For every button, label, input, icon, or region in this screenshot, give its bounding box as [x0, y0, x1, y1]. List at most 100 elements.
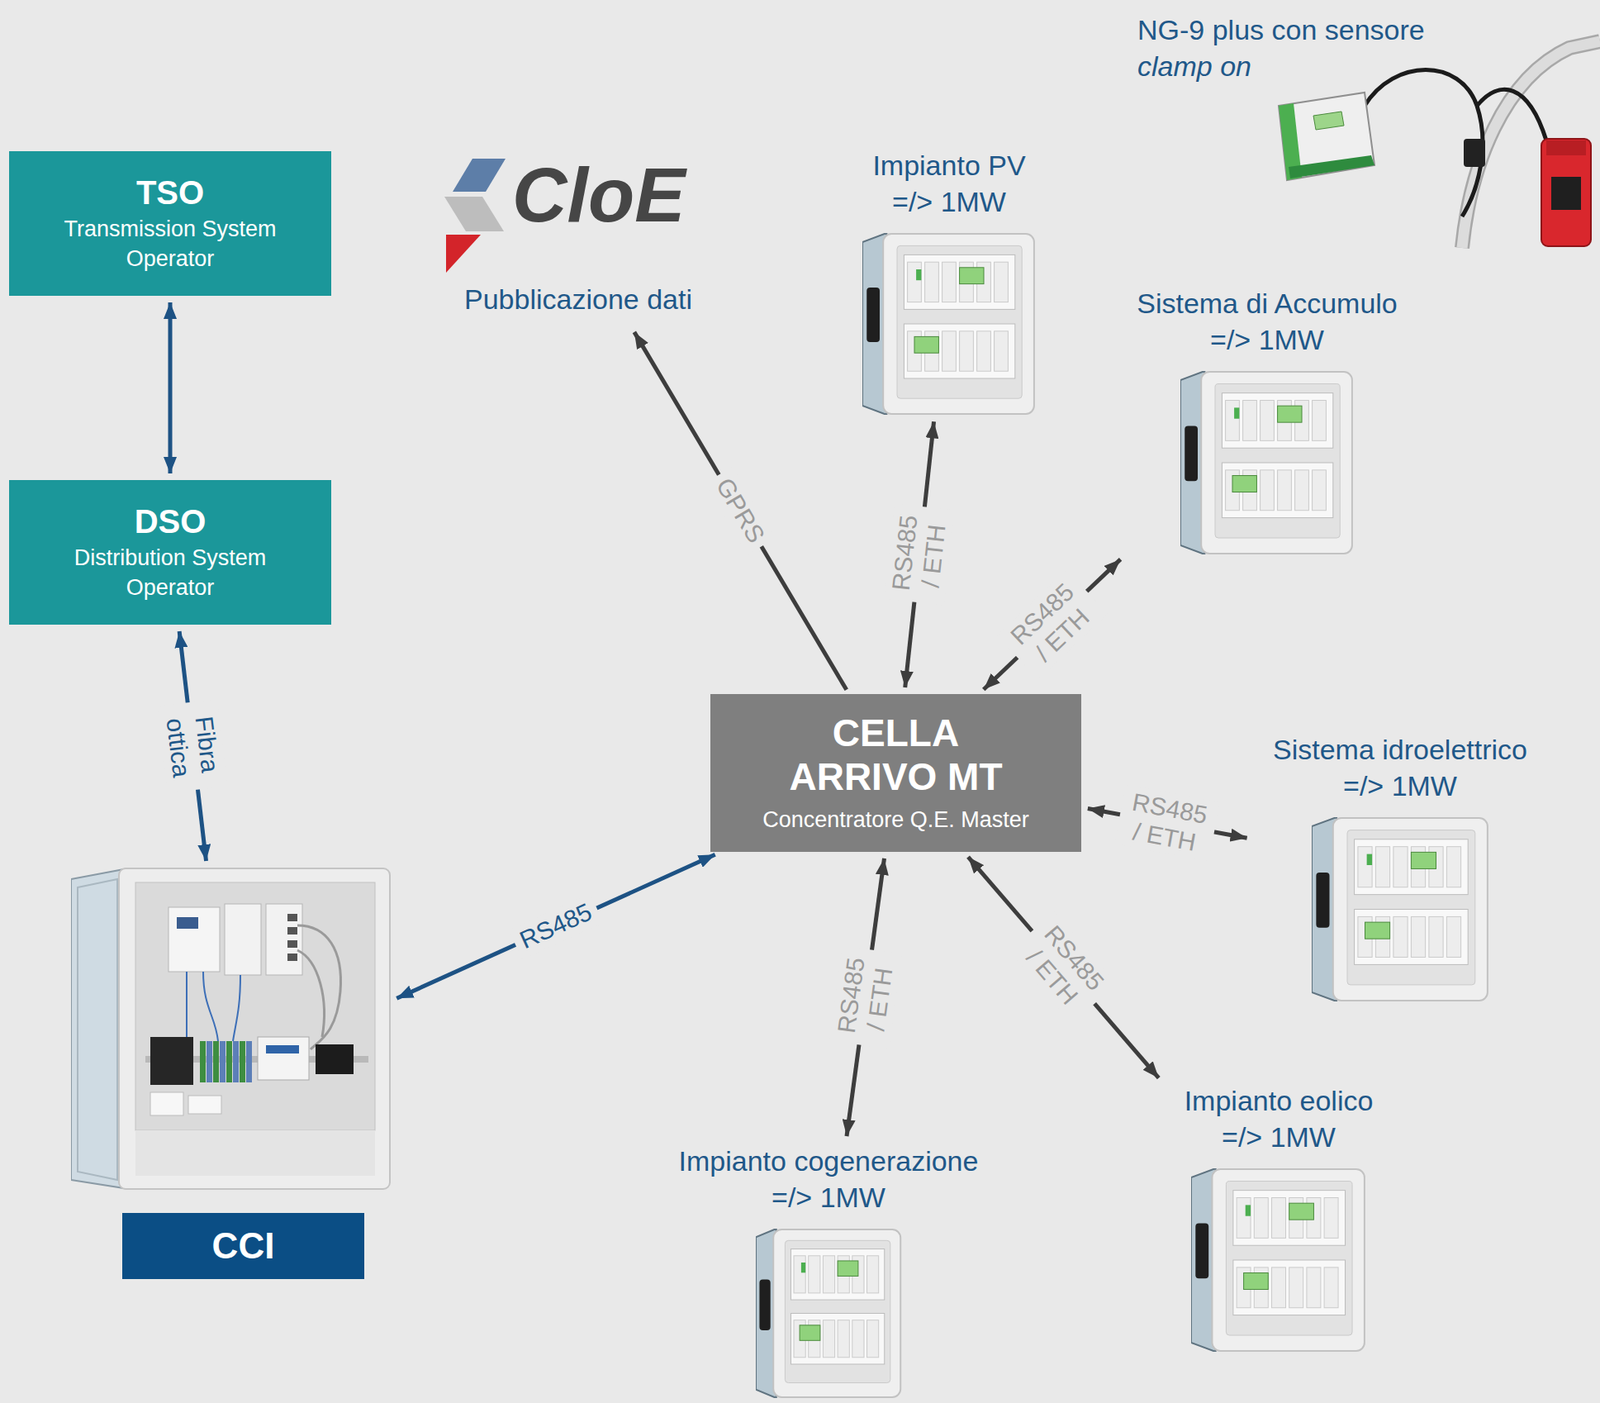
din-panel: [790, 1248, 884, 1301]
cabinet-interior: [897, 246, 1022, 399]
din-module: [1392, 846, 1407, 888]
connector: [179, 631, 206, 861]
terminal-block: [226, 1040, 233, 1083]
cabinet-illustration: [1311, 816, 1490, 1002]
din-module: [1428, 916, 1443, 958]
din-module: [793, 1255, 806, 1293]
din-panel: [1233, 1259, 1346, 1316]
node-heading: CCI: [122, 1212, 365, 1279]
plant-cabinet: Impianto PV =/> 1MW: [849, 147, 1049, 415]
device: [224, 903, 262, 975]
sticker: [188, 1095, 222, 1114]
gateway-badge: [265, 1044, 300, 1054]
modem: [315, 1044, 354, 1074]
door-handle: [1195, 1223, 1209, 1279]
din-module: [1236, 1197, 1251, 1239]
device-screen: [176, 916, 199, 929]
din-module: [1446, 846, 1461, 888]
meter-display: [1277, 406, 1302, 423]
din-module: [866, 1319, 879, 1358]
din-panel: [903, 255, 1015, 310]
terminal-block: [206, 1040, 213, 1083]
cabinet-door: [71, 868, 124, 1188]
din-module: [1312, 400, 1327, 442]
meter-display: [1243, 1272, 1269, 1290]
wire: [203, 971, 219, 1041]
switch: [265, 903, 303, 975]
plant-cabinet: Impianto cogenerazione =/> 1MW: [659, 1142, 998, 1398]
node-subtitle: Pubblicazione dati: [429, 280, 727, 318]
node-heading: CloE: [512, 156, 727, 233]
din-module: [837, 1319, 850, 1358]
plant-cabinet: Impianto eolico =/> 1MW: [1163, 1082, 1395, 1352]
din-module: [1410, 916, 1425, 958]
meter-display: [914, 337, 939, 354]
din-module: [1260, 470, 1275, 511]
ethernet-port: [287, 953, 298, 961]
connector: [905, 421, 935, 688]
cabinet-body: [1211, 1168, 1364, 1351]
sensor-cable: [1476, 89, 1547, 141]
terminal-block: [219, 1040, 226, 1083]
meter-display: [1289, 1203, 1315, 1221]
cabinet-illustration: [862, 232, 1036, 415]
cable: [1462, 41, 1600, 248]
connector-label: RS485 / ETH: [829, 945, 903, 1050]
door-handle: [759, 1279, 770, 1331]
terminal-block: [239, 1040, 246, 1083]
cabinet-body: [883, 233, 1035, 414]
device: [168, 906, 220, 972]
gateway: [257, 1036, 309, 1080]
door-handle: [866, 287, 880, 342]
sensor-illustration: [1278, 41, 1600, 248]
plant-title: Sistema idroelettrico =/> 1MW: [1261, 731, 1540, 804]
connector: [968, 856, 1159, 1078]
node-subtitle: Concentratore Q.E. Master: [762, 805, 1030, 835]
plant-title: Impianto eolico =/> 1MW: [1172, 1082, 1386, 1155]
cabinet-illustration: [1180, 370, 1354, 555]
cabinet-body: [118, 868, 390, 1189]
connector-label: RS485 / ETH: [1115, 784, 1221, 862]
ethernet-port: [287, 913, 298, 922]
meter-display: [1313, 111, 1344, 130]
cabinet-illustration: [1191, 1167, 1367, 1352]
connector-label: RS485: [508, 893, 603, 960]
din-module: [1324, 1267, 1339, 1308]
din-module: [1306, 1267, 1321, 1308]
plant-title: Impianto cogenerazione =/> 1MW: [665, 1142, 993, 1216]
door-handle: [1184, 426, 1198, 482]
connector-label: Fibra ottica: [157, 698, 228, 793]
din-module: [1260, 400, 1275, 442]
din-panel: [1233, 1190, 1346, 1246]
meter-terminals: [1288, 155, 1375, 179]
cabinet-illustration: [71, 867, 391, 1190]
network-cable: [297, 925, 342, 1050]
connector-label: GPRS: [705, 466, 776, 556]
din-module: [994, 262, 1009, 303]
din-module: [959, 331, 974, 371]
din-module: [1243, 400, 1258, 442]
connector: [396, 854, 715, 998]
din-module: [1375, 846, 1390, 888]
din-module: [1289, 1267, 1304, 1308]
din-module: [1312, 470, 1327, 511]
din-module: [1272, 1197, 1287, 1239]
sticker: [150, 1091, 184, 1116]
clamp-sensor: [1541, 138, 1591, 247]
logo-node: CloE Pubblicazione dati: [429, 148, 727, 327]
cable-outline: [1462, 41, 1600, 248]
din-module: [925, 262, 940, 303]
control-cabinet: CCI: [71, 867, 391, 1279]
meter-display: [837, 1260, 859, 1276]
din-module: [866, 1255, 879, 1293]
din-module: [1225, 400, 1240, 442]
connector-label: RS485 / ETH: [996, 569, 1107, 679]
meter-body: [1278, 92, 1375, 181]
meter-display: [1232, 475, 1257, 493]
connector-label: RS485 / ETH: [884, 503, 955, 606]
cabinet-interior: [784, 1240, 890, 1383]
meter-display: [1364, 921, 1390, 939]
product-caption: clamp on: [1137, 48, 1252, 85]
wire: [232, 974, 241, 1041]
